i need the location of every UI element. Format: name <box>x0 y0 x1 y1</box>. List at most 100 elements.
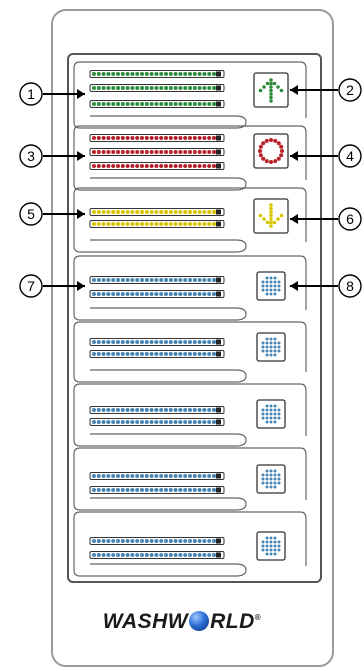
led-dot <box>125 210 130 214</box>
led-dot <box>116 164 120 168</box>
icon-led-dot <box>261 473 265 477</box>
led-dot <box>164 352 168 356</box>
led-dot <box>144 488 149 492</box>
led-dot <box>192 72 197 76</box>
led-dot <box>173 150 178 154</box>
led-dot <box>125 164 130 168</box>
led-dot <box>106 86 111 90</box>
led-dot <box>202 408 207 412</box>
led-dot <box>116 474 120 478</box>
led-dot <box>135 352 140 356</box>
led-dot <box>101 292 106 296</box>
led-dot <box>106 420 111 424</box>
icon-led-dot <box>265 404 269 408</box>
icon-led-dot <box>277 284 281 288</box>
led-dot <box>154 292 159 296</box>
led-dot <box>92 539 96 543</box>
icon-led-dot <box>273 353 277 357</box>
led-dot <box>135 136 140 140</box>
callout-circle <box>338 207 362 231</box>
led-dot <box>140 102 144 106</box>
led-dot <box>183 420 188 424</box>
led-dot <box>116 210 120 214</box>
led-dot <box>188 539 192 543</box>
icon-led-dot <box>269 85 273 89</box>
led-dot <box>106 488 111 492</box>
led-dot <box>130 292 135 296</box>
icon-led-dot <box>273 412 277 416</box>
led-dot <box>130 539 135 543</box>
led-dot <box>188 164 192 168</box>
led-dot <box>183 222 188 226</box>
icon-led-dot <box>265 412 269 416</box>
icon-led-dot <box>261 288 265 292</box>
led-dot <box>178 150 183 154</box>
led-dot <box>212 539 216 543</box>
icon-led-dot <box>261 141 266 146</box>
icon-led-dot <box>273 416 277 420</box>
led-dot <box>144 352 149 356</box>
led-dot <box>96 102 101 106</box>
led-dot <box>125 86 130 90</box>
led-dot <box>188 278 192 282</box>
icon-led-dot <box>269 276 273 280</box>
led-dot <box>168 72 173 76</box>
led-dot <box>188 72 192 76</box>
icon-led-dot <box>269 341 273 345</box>
led-dot <box>135 72 140 76</box>
led-dot <box>92 474 96 478</box>
callout-arrowhead <box>290 281 298 291</box>
led-dot <box>202 86 207 90</box>
led-dot <box>154 136 159 140</box>
led-dot <box>130 278 135 282</box>
module-section-7 <box>73 447 307 511</box>
led-dot <box>130 474 135 478</box>
led-dot <box>116 150 120 154</box>
module-outline <box>73 321 307 383</box>
strip-connector <box>216 339 221 345</box>
led-dot <box>96 539 101 543</box>
led-dot <box>111 278 116 282</box>
led-dot <box>168 340 173 344</box>
callout-number: 7 <box>27 278 35 294</box>
led-dot <box>96 488 101 492</box>
icon-led-dot <box>277 349 281 353</box>
callout-number: 6 <box>346 211 354 227</box>
led-dot <box>96 164 101 168</box>
led-dot <box>92 222 96 226</box>
callout-arrowhead <box>290 151 298 161</box>
icon-led-dot <box>264 159 269 164</box>
led-dot <box>120 553 125 557</box>
led-dot <box>116 539 120 543</box>
led-dot <box>164 474 168 478</box>
led-dot <box>178 102 183 106</box>
led-dot <box>140 420 144 424</box>
led-dot <box>183 553 188 557</box>
icon-led-dot <box>277 477 281 481</box>
led-dot <box>202 164 207 168</box>
icon-led-dot <box>261 412 265 416</box>
led-dot <box>188 352 192 356</box>
icon-led-dot <box>265 540 269 544</box>
callout-circle <box>19 144 43 168</box>
led-dot <box>120 539 125 543</box>
led-dot <box>125 553 130 557</box>
led-dot <box>173 488 178 492</box>
led-dot <box>116 553 120 557</box>
led-dot <box>101 164 106 168</box>
led-dot <box>212 553 216 557</box>
led-dot <box>101 150 106 154</box>
led-dot <box>106 102 111 106</box>
led-dot <box>101 72 106 76</box>
led-dot <box>120 420 125 424</box>
led-dot <box>144 474 149 478</box>
led-dot <box>125 278 130 282</box>
led-dot <box>168 136 173 140</box>
led-dot <box>111 150 116 154</box>
led-dot <box>183 210 188 214</box>
led-dot <box>149 474 154 478</box>
led-dot <box>116 72 120 76</box>
led-dot <box>188 340 192 344</box>
led-dot <box>140 553 144 557</box>
